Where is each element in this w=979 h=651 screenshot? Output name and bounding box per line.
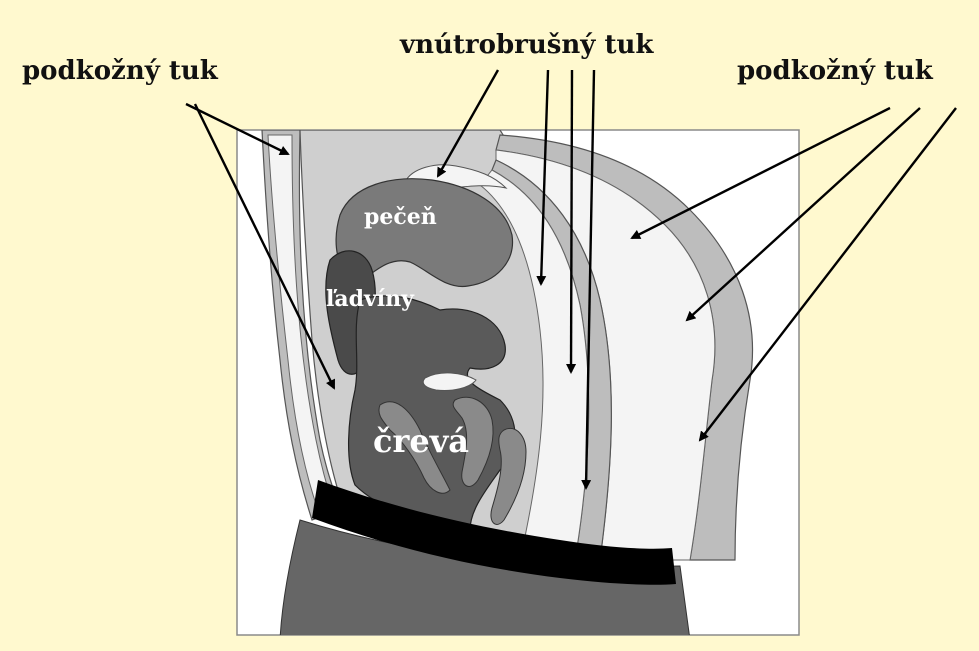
label-intestines: črevá	[373, 422, 469, 460]
label-kidneys: ľadvíny	[326, 286, 415, 312]
label-visceral-fat: vnútrobrušný tuk	[400, 30, 653, 60]
label-liver: pečeň	[364, 204, 437, 230]
label-subcutaneous-fat-left: podkožný tuk	[22, 56, 218, 86]
arrow-visceral-3	[571, 70, 572, 372]
label-subcutaneous-fat-right: podkožný tuk	[737, 56, 933, 86]
